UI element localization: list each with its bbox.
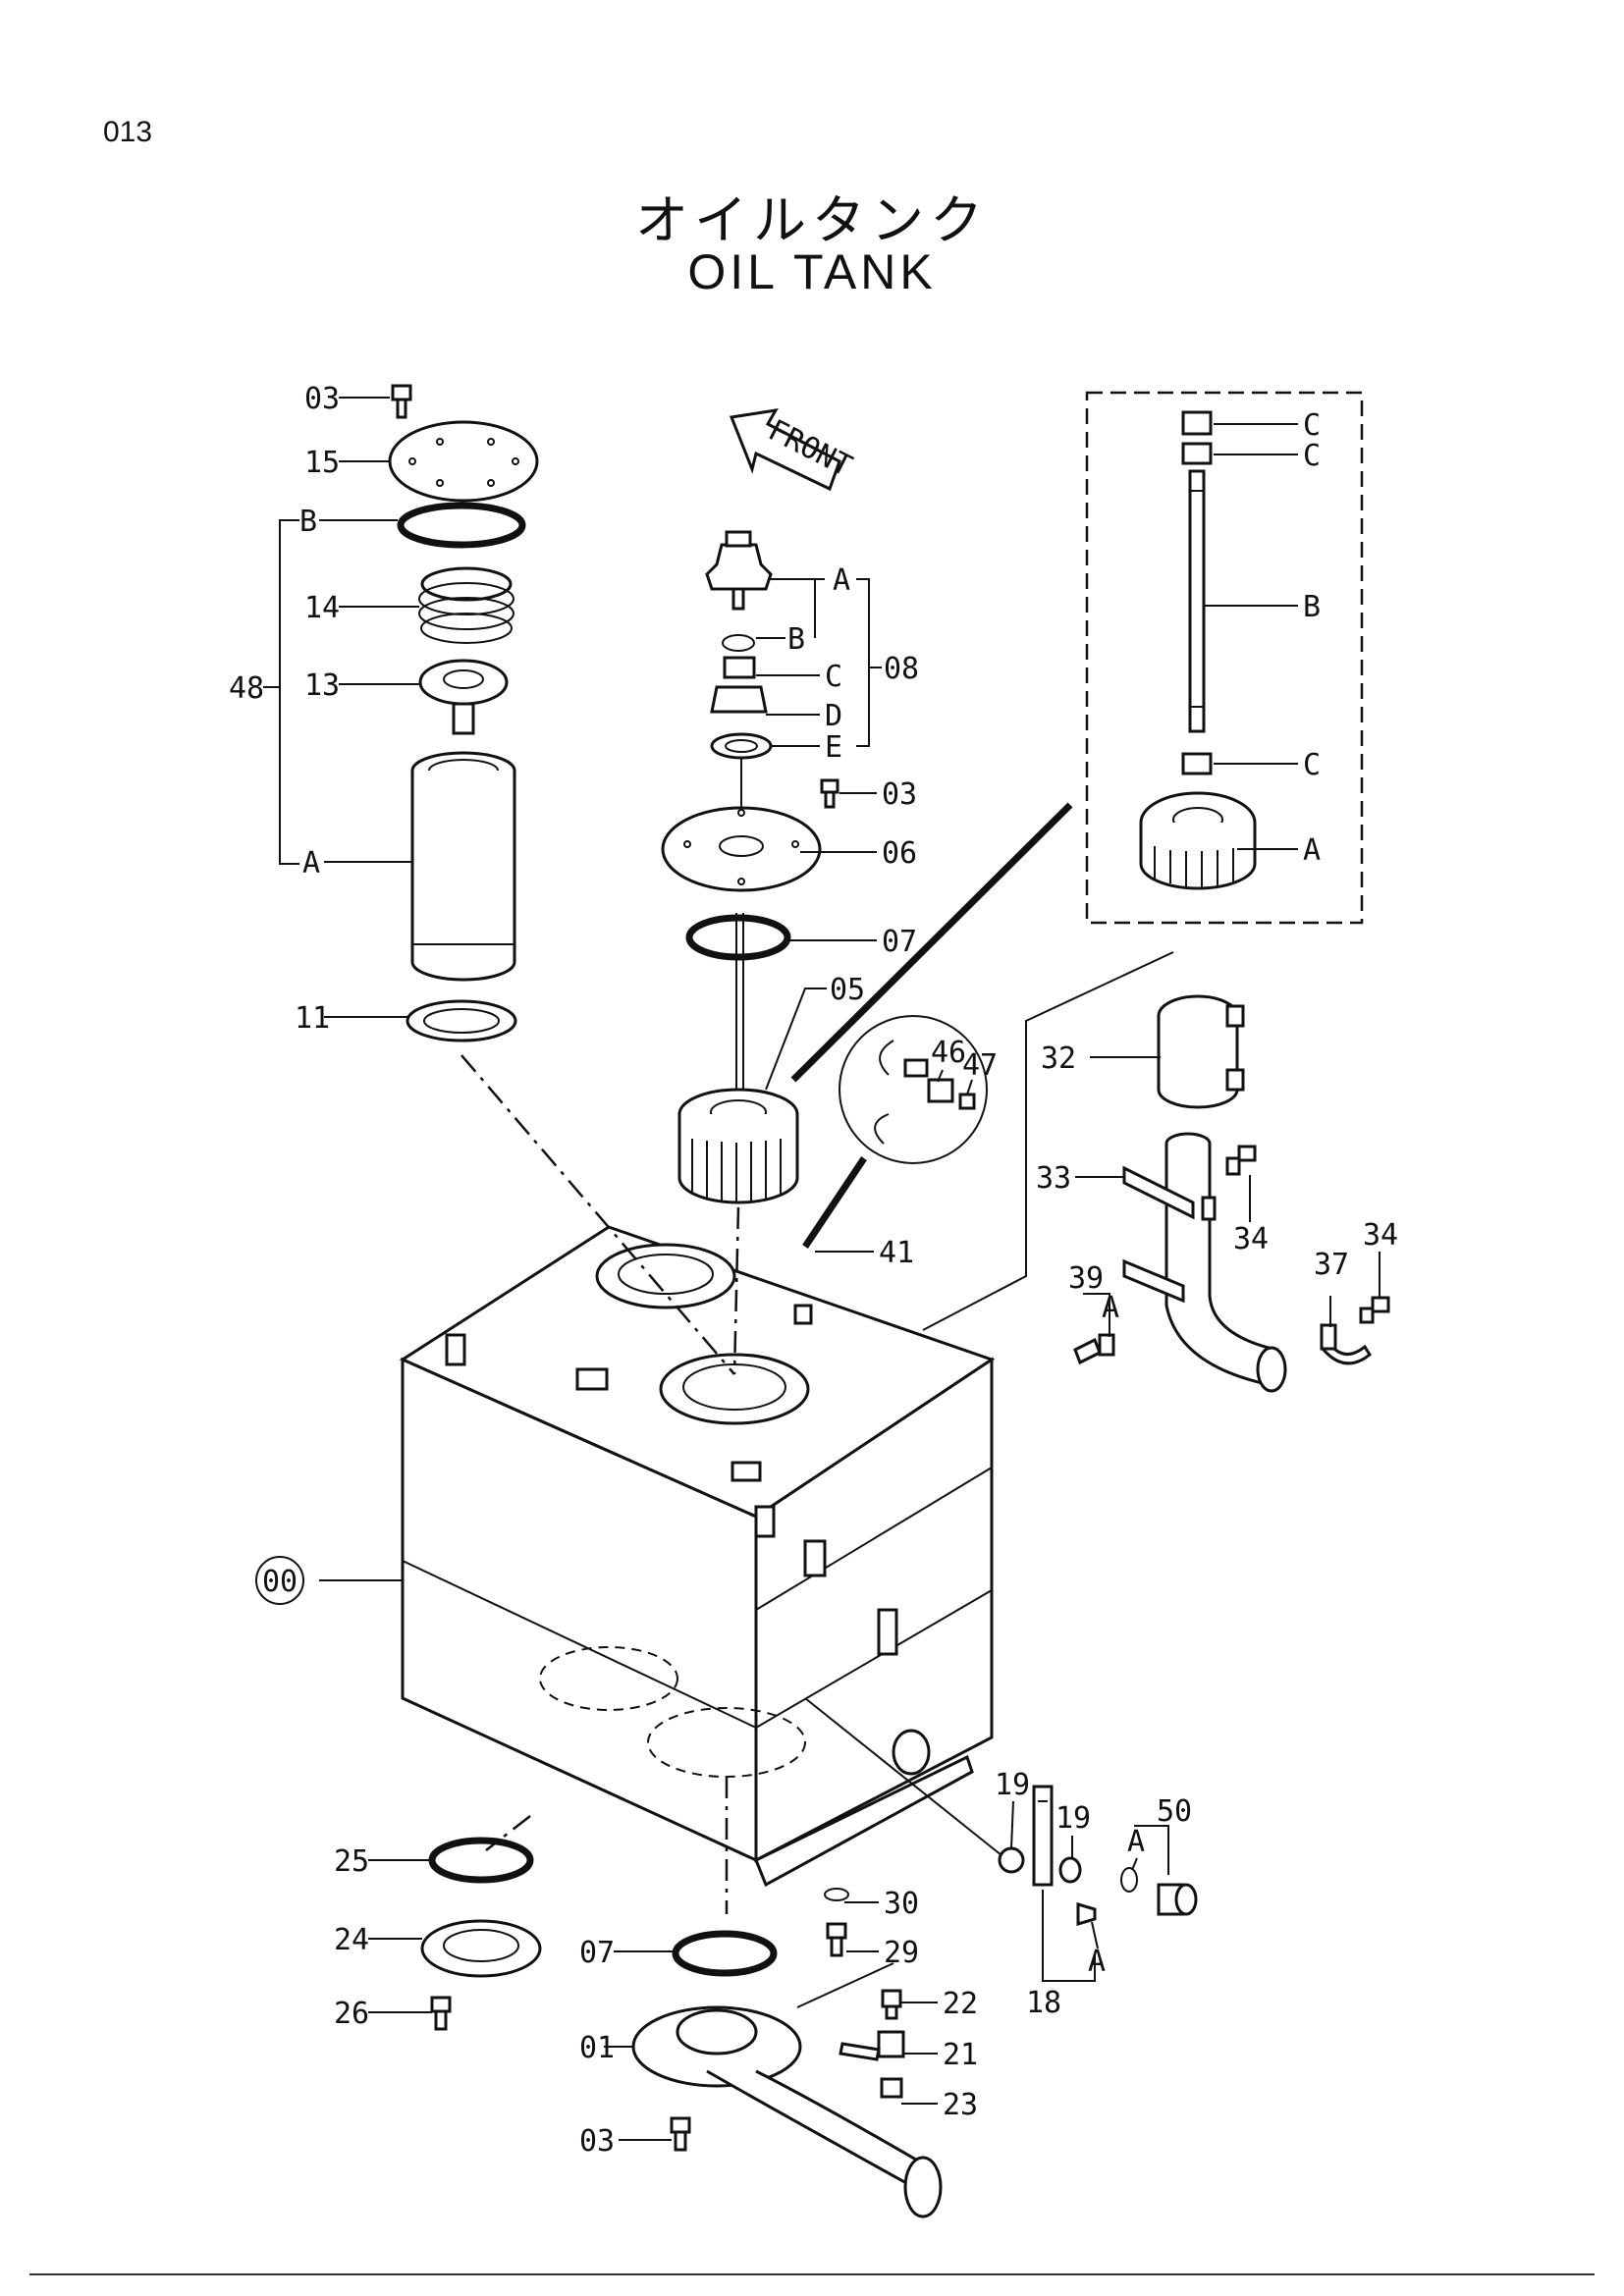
drain-cock-assembly [824,1785,1198,2099]
label-box-C2: C [1303,439,1321,473]
label-22: 22 [943,1987,978,2021]
label-13: 13 [304,668,340,703]
label-50: 50 [1157,1794,1192,1829]
label-box-C1: C [1303,408,1321,443]
leader-lines [319,397,1380,2141]
label-15: 15 [304,446,340,480]
label-18-A: A [1088,1945,1106,1979]
label-08-D: D [825,699,842,733]
label-21: 21 [943,2038,978,2072]
right-pipe-assembly [922,951,1390,1393]
detail-callout-46-47 [802,1015,988,1249]
label-03-bot: 03 [579,2124,615,2159]
label-08-B: B [787,622,805,657]
label-18: 18 [1026,1986,1061,2020]
center-breather-stack [661,530,839,1204]
label-29: 29 [884,1936,919,1970]
label-14: 14 [304,591,340,625]
label-47: 47 [962,1048,998,1083]
bottom-left-flange [420,1837,542,2031]
left-filter-stack [263,384,539,1042]
label-30: 30 [884,1887,919,1921]
footer-rule [29,2273,1595,2275]
detail-box-strainer [790,391,1364,1083]
label-34-a: 34 [1233,1222,1269,1256]
label-33: 33 [1036,1161,1071,1196]
label-26: 26 [334,1997,369,2031]
label-39-A: A [1102,1291,1119,1325]
label-46: 46 [931,1036,966,1070]
label-24: 24 [334,1923,369,1957]
label-19-b: 19 [1056,1801,1091,1836]
label-25: 25 [334,1844,369,1879]
label-32: 32 [1041,1041,1076,1076]
label-50-A: A [1127,1825,1145,1859]
callout-circle-icon [255,1556,304,1605]
label-07-top: 07 [882,925,917,959]
title-english: OIL TANK [687,244,937,299]
oil-tank-body [399,1054,1002,1914]
label-B-left: B [299,505,317,539]
label-01: 01 [579,2031,615,2065]
label-03-top: 03 [304,382,340,416]
label-34-b: 34 [1363,1218,1398,1253]
label-03-mid: 03 [882,777,917,812]
title-japanese: オイルタンク [635,189,989,251]
label-37: 37 [1314,1248,1349,1282]
label-08: 08 [884,652,919,686]
label-11: 11 [295,1001,330,1036]
label-08-C: C [825,660,842,694]
label-05: 05 [830,973,865,1007]
label-06: 06 [882,836,917,871]
label-08-A: A [833,563,850,598]
label-23: 23 [943,2088,978,2122]
part-labels: 03 15 B 14 48 13 A 11 A B C D E 08 03 06… [229,382,1398,2159]
label-41: 41 [879,1236,914,1270]
label-box-A: A [1303,833,1321,868]
label-box-C3: C [1303,748,1321,782]
label-19-a: 19 [995,1768,1030,1802]
label-00: 00 [262,1565,298,1599]
label-39: 39 [1068,1261,1104,1296]
label-08-E: E [825,730,842,765]
label-box-B: B [1303,590,1321,624]
bottom-suction-pipe [631,1930,943,2218]
front-arrow-icon: FRONT [729,408,857,492]
label-48: 48 [229,671,264,706]
page-number: 013 [103,116,153,148]
label-A-left: A [302,846,320,881]
label-07-bot: 07 [579,1936,615,1970]
